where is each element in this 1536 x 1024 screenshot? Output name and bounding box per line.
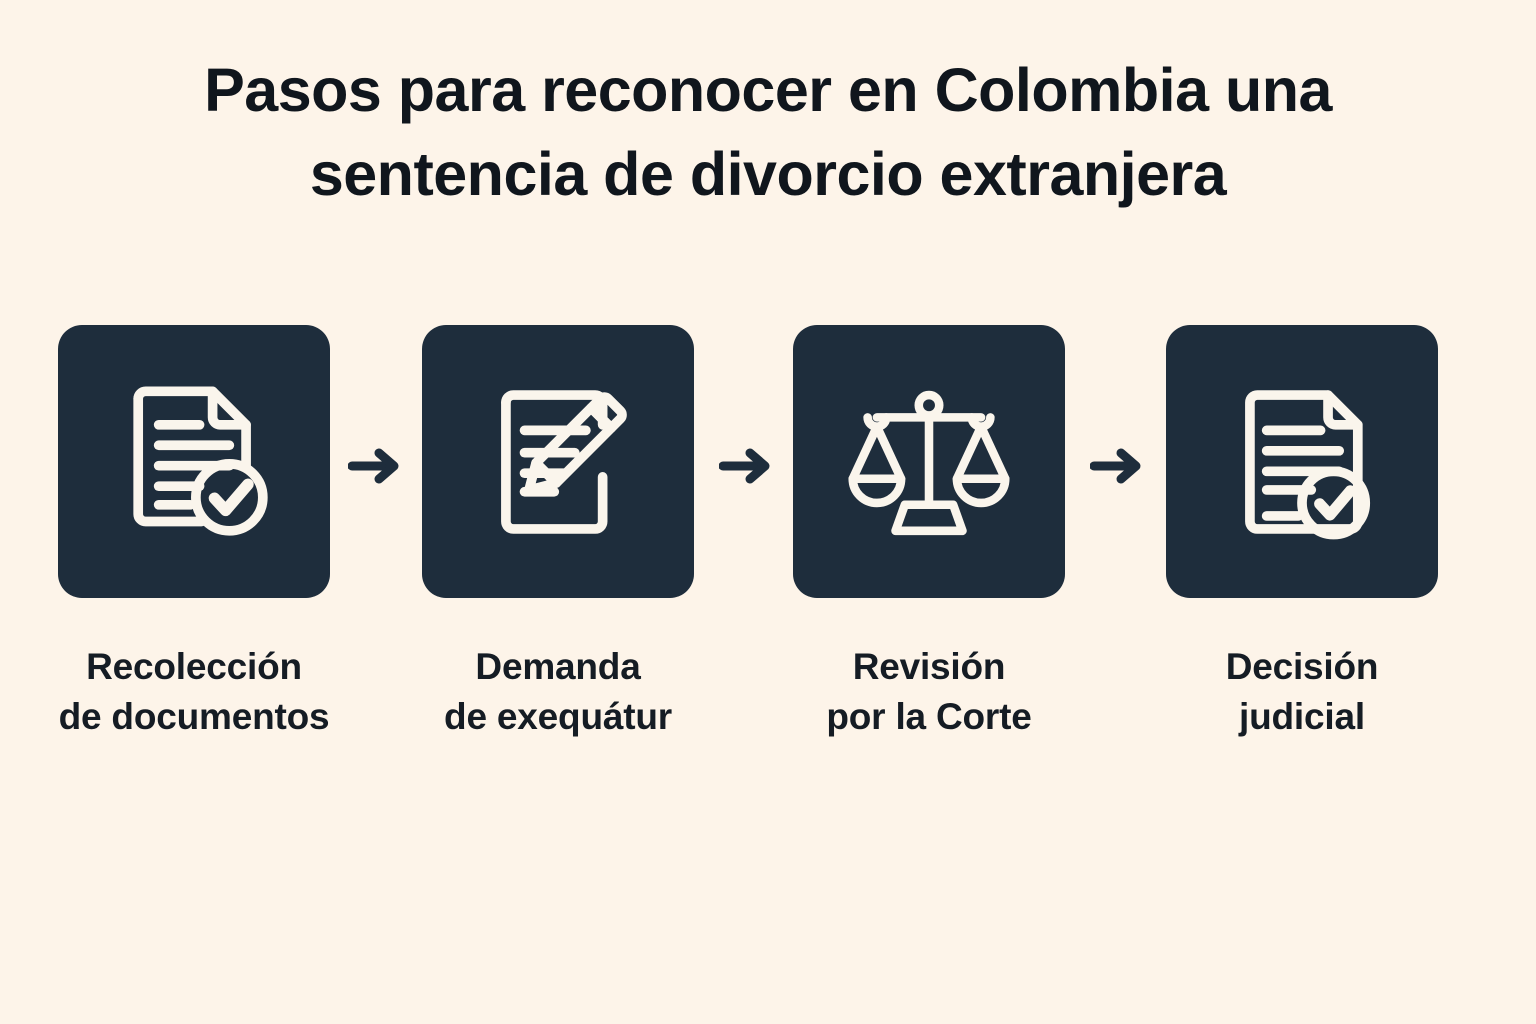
scales-of-justice-icon: [836, 369, 1022, 555]
page-title: Pasos para reconocer en Colombia una sen…: [0, 48, 1536, 216]
arrow-right-icon-3: [1090, 443, 1146, 489]
steps-row: Recolección de documentos: [58, 325, 1438, 765]
title-line-2: sentencia de divorcio extranjera: [309, 140, 1227, 208]
step-1-label: Recolección de documentos: [58, 642, 330, 742]
document-pencil-icon: [465, 369, 651, 555]
step-1: Recolección de documentos: [58, 325, 330, 742]
step-1-label-line-1: Recolección: [86, 646, 302, 687]
step-1-icon-tile: [58, 325, 330, 598]
step-3-label-line-1: Revisión: [852, 646, 1006, 687]
step-4-icon-tile: [1166, 325, 1438, 598]
step-2-icon-tile: [422, 325, 694, 598]
document-check-icon: [101, 369, 287, 555]
step-2-label-line-1: Demanda: [475, 646, 641, 687]
step-4-label-line-1: Decisión: [1225, 646, 1379, 687]
step-3: Revisión por la Corte: [793, 325, 1065, 742]
step-4-label-line-2: judicial: [1239, 696, 1365, 737]
step-2: Demanda de exequátur: [422, 325, 694, 742]
step-2-label-line-2: de exequátur: [444, 696, 672, 737]
step-1-label-line-2: de documentos: [58, 696, 330, 737]
step-3-icon-tile: [793, 325, 1065, 598]
step-3-label-line-2: por la Corte: [826, 696, 1032, 737]
step-3-label: Revisión por la Corte: [793, 642, 1065, 742]
step-4-label: Decisión judicial: [1166, 642, 1438, 742]
document-verified-icon: [1209, 369, 1395, 555]
step-4: Decisión judicial: [1166, 325, 1438, 742]
title-line-1: Pasos para reconocer en Colombia una: [204, 56, 1332, 124]
arrow-right-icon-2: [719, 443, 775, 489]
arrow-right-icon-1: [348, 443, 404, 489]
step-2-label: Demanda de exequátur: [422, 642, 694, 742]
